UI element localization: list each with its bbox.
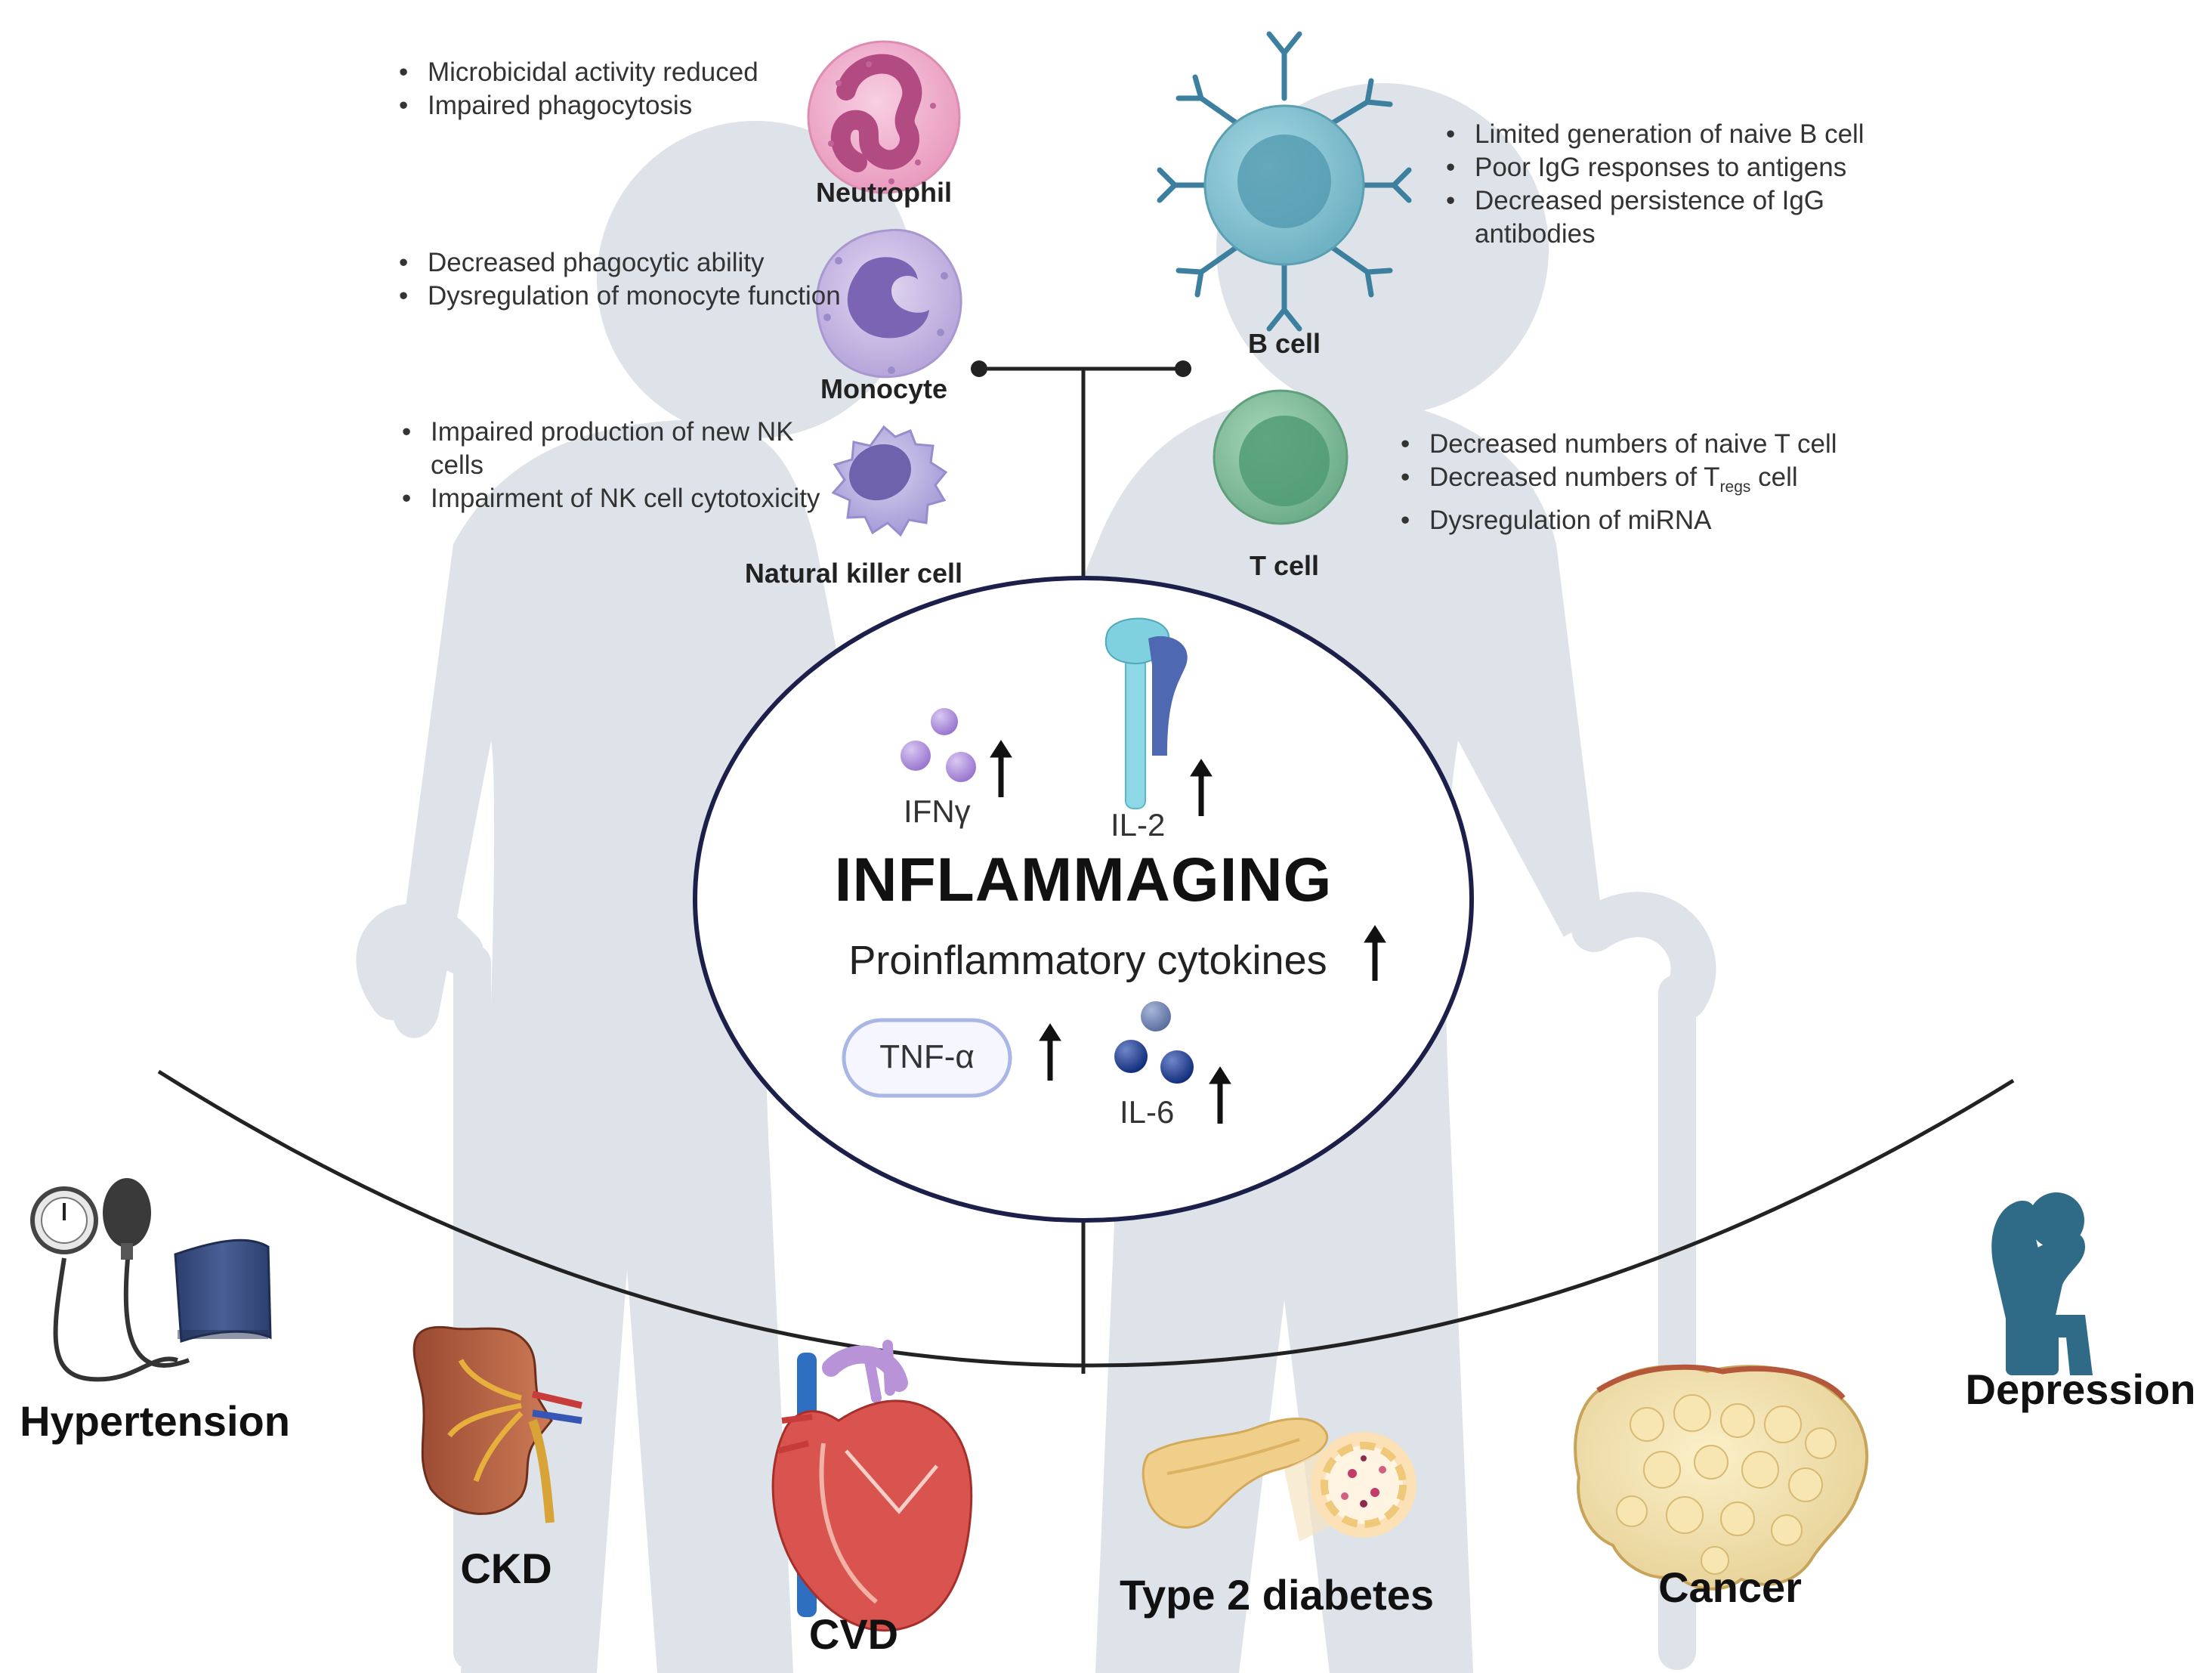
t-cell-label: T cell <box>1249 550 1320 581</box>
heart-icon <box>771 1340 973 1632</box>
monocyte-icon <box>815 228 962 379</box>
list-item: Decreased phagocytic ability <box>399 246 851 280</box>
blood-pressure-monitor-icon <box>30 1178 272 1382</box>
il2-label: IL-2 <box>1111 807 1166 843</box>
nk-cell-bullet-list: Impaired production of new NK cells Impa… <box>396 416 839 515</box>
inflammaging-title: INFLAMMAGING <box>834 846 1333 914</box>
ifn-gamma-icon <box>901 708 976 782</box>
ifn-gamma-label: IFNγ <box>904 793 971 829</box>
list-item: Poor IgG responses to antigens <box>1446 151 2019 184</box>
t-cell-bullet-text: cell <box>1750 462 1798 492</box>
list-item: Decreased persistence of IgG antibodies <box>1446 184 1898 251</box>
cell-connector <box>979 366 1183 1374</box>
list-item: Dysregulation of monocyte function <box>399 280 851 313</box>
t-cell-icon <box>1213 389 1349 525</box>
type2-diabetes-label: Type 2 diabetes <box>1119 1571 1434 1619</box>
islet-cell-icon <box>1311 1432 1416 1538</box>
neutrophil-label: Neutrophil <box>816 177 952 208</box>
proinflammatory-subtitle: Proinflammatory cytokines <box>848 938 1327 983</box>
nk-cell-label: Natural killer cell <box>744 558 963 589</box>
up-arrow-icon <box>990 740 1386 1124</box>
t-cell-bullet-list: Decreased numbers of naive T cell Decrea… <box>1395 428 2003 537</box>
depression-label: Depression <box>1965 1365 2196 1413</box>
list-item: Decreased numbers of Tregs cell <box>1401 461 2003 504</box>
hypertension-label: Hypertension <box>20 1397 290 1445</box>
tregs-subscript: regs <box>1719 478 1751 496</box>
il2-receptor-icon <box>1104 617 1188 809</box>
neutrophil-bullet-list: Microbicidal activity reduced Impaired p… <box>393 56 851 122</box>
list-item: Decreased numbers of naive T cell <box>1401 428 2003 461</box>
connector-dot-right <box>1175 360 1191 377</box>
monocyte-bullet-list: Decreased phagocytic ability Dysregulati… <box>393 246 851 313</box>
tnf-alpha-label: TNF-α <box>879 1038 975 1075</box>
list-item: Impaired phagocytosis <box>399 89 851 122</box>
monocyte-label: Monocyte <box>820 373 947 404</box>
tnf-alpha-pill <box>842 1018 1012 1098</box>
ckd-label: CKD <box>460 1545 552 1592</box>
b-cell-icon <box>1157 31 1412 332</box>
b-cell-bullet-list: Limited generation of naive B cell Poor … <box>1440 118 2019 251</box>
kidney-icon <box>412 1325 583 1523</box>
list-item: Impaired production of new NK cells <box>402 416 839 482</box>
list-item: Limited generation of naive B cell <box>1446 118 2019 151</box>
nk-cell-icon <box>831 425 948 537</box>
il6-icon <box>1114 1001 1194 1084</box>
tumor-icon <box>1574 1364 1869 1591</box>
cvd-label: CVD <box>808 1610 899 1658</box>
b-cell-label: B cell <box>1247 328 1321 359</box>
il6-label: IL-6 <box>1120 1094 1175 1130</box>
connector-dot-left <box>971 360 987 377</box>
list-item: Dysregulation of miRNA <box>1401 504 2003 537</box>
cancer-label: Cancer <box>1658 1563 1802 1611</box>
t-cell-bullet-text: Decreased numbers of T <box>1429 462 1720 492</box>
list-item: Impairment of NK cell cytotoxicity <box>402 482 839 515</box>
depression-figure-icon <box>1991 1192 2093 1375</box>
list-item: Microbicidal activity reduced <box>399 56 851 89</box>
